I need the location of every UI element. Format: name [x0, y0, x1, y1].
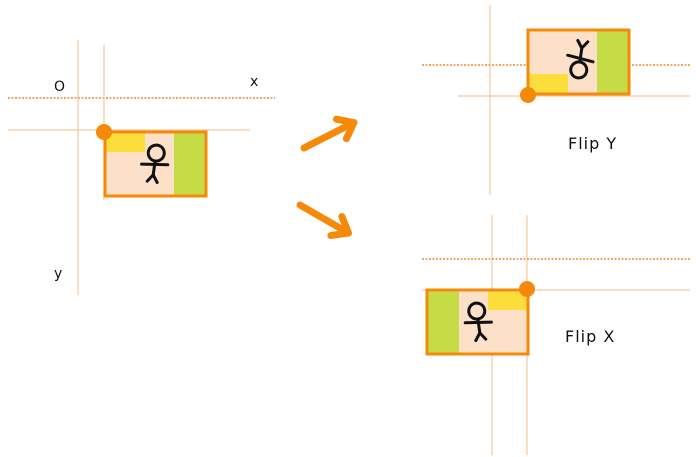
- flip-x-caption: Flip X: [565, 327, 615, 346]
- image-frame: [526, 28, 631, 96]
- x-axis-label: x: [250, 74, 258, 90]
- image-frame: [103, 130, 208, 198]
- panel-yellow: [528, 74, 568, 94]
- flip-y-caption: Flip Y: [568, 134, 617, 153]
- origin-label: O: [54, 79, 65, 95]
- flipped-y-image: [526, 28, 631, 96]
- origin-dot-icon: [520, 87, 536, 103]
- panel-green: [597, 30, 629, 94]
- flipped-x-image: [425, 288, 530, 356]
- y-axis-label: y: [54, 266, 62, 282]
- image-frame: [425, 288, 530, 356]
- origin-dot-icon: [96, 124, 112, 140]
- original-group: O x y: [8, 40, 275, 295]
- origin-dot-icon: [519, 281, 535, 297]
- flip-x-group: Flip X: [422, 215, 690, 455]
- flip-y-group: Flip Y: [422, 5, 690, 195]
- arrow-right-icon: [296, 201, 352, 240]
- panel-green: [427, 290, 459, 354]
- panel-green: [174, 132, 206, 196]
- panel-yellow: [488, 290, 528, 310]
- panel-yellow: [105, 132, 145, 152]
- original-image: [103, 130, 208, 198]
- arrow-right-icon: [300, 115, 358, 152]
